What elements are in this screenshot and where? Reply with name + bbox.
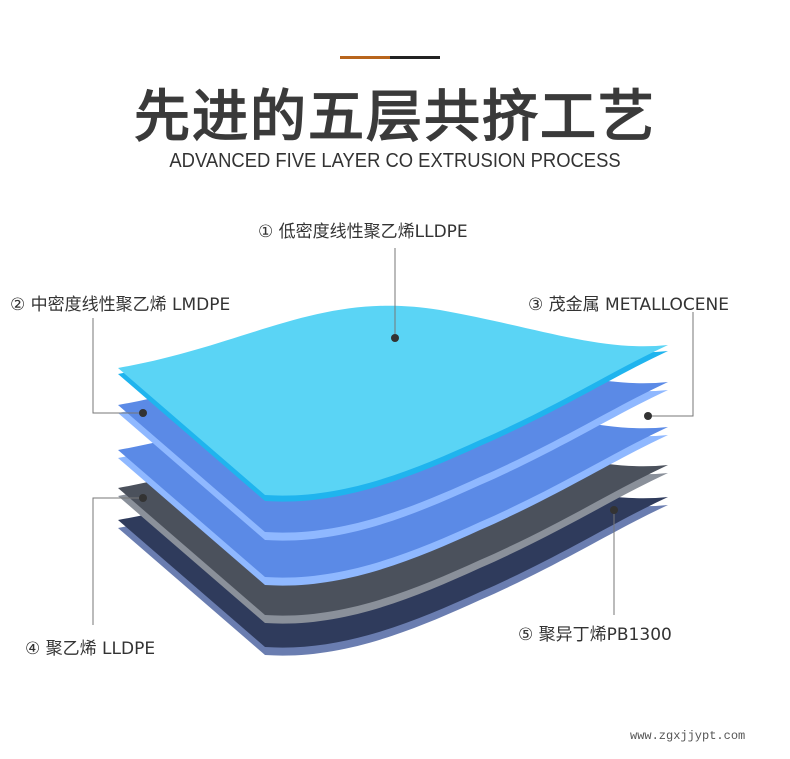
label-layer-5: ⑤ 聚异丁烯PB1300 xyxy=(518,625,672,645)
accent-bar-dark xyxy=(390,56,440,59)
label-layer-1: ① 低密度线性聚乙烯LLDPE xyxy=(258,222,468,242)
accent-bar-orange xyxy=(340,56,390,59)
watermark: www.zgxjjypt.com xyxy=(630,729,746,743)
label-layer-3: ③ 茂金属 METALLOCENE xyxy=(528,295,729,315)
page-title: 先进的五层共挤工艺 xyxy=(134,85,656,150)
label-layer-4: ④ 聚乙烯 LLDPE xyxy=(25,639,156,659)
leader-lines xyxy=(92,248,694,625)
marker-dots xyxy=(139,334,652,514)
label-layer-2: ② 中密度线性聚乙烯 LMDPE xyxy=(10,295,231,315)
page-subtitle: ADVANCED FIVE LAYER CO EXTRUSION PROCESS xyxy=(169,150,621,172)
